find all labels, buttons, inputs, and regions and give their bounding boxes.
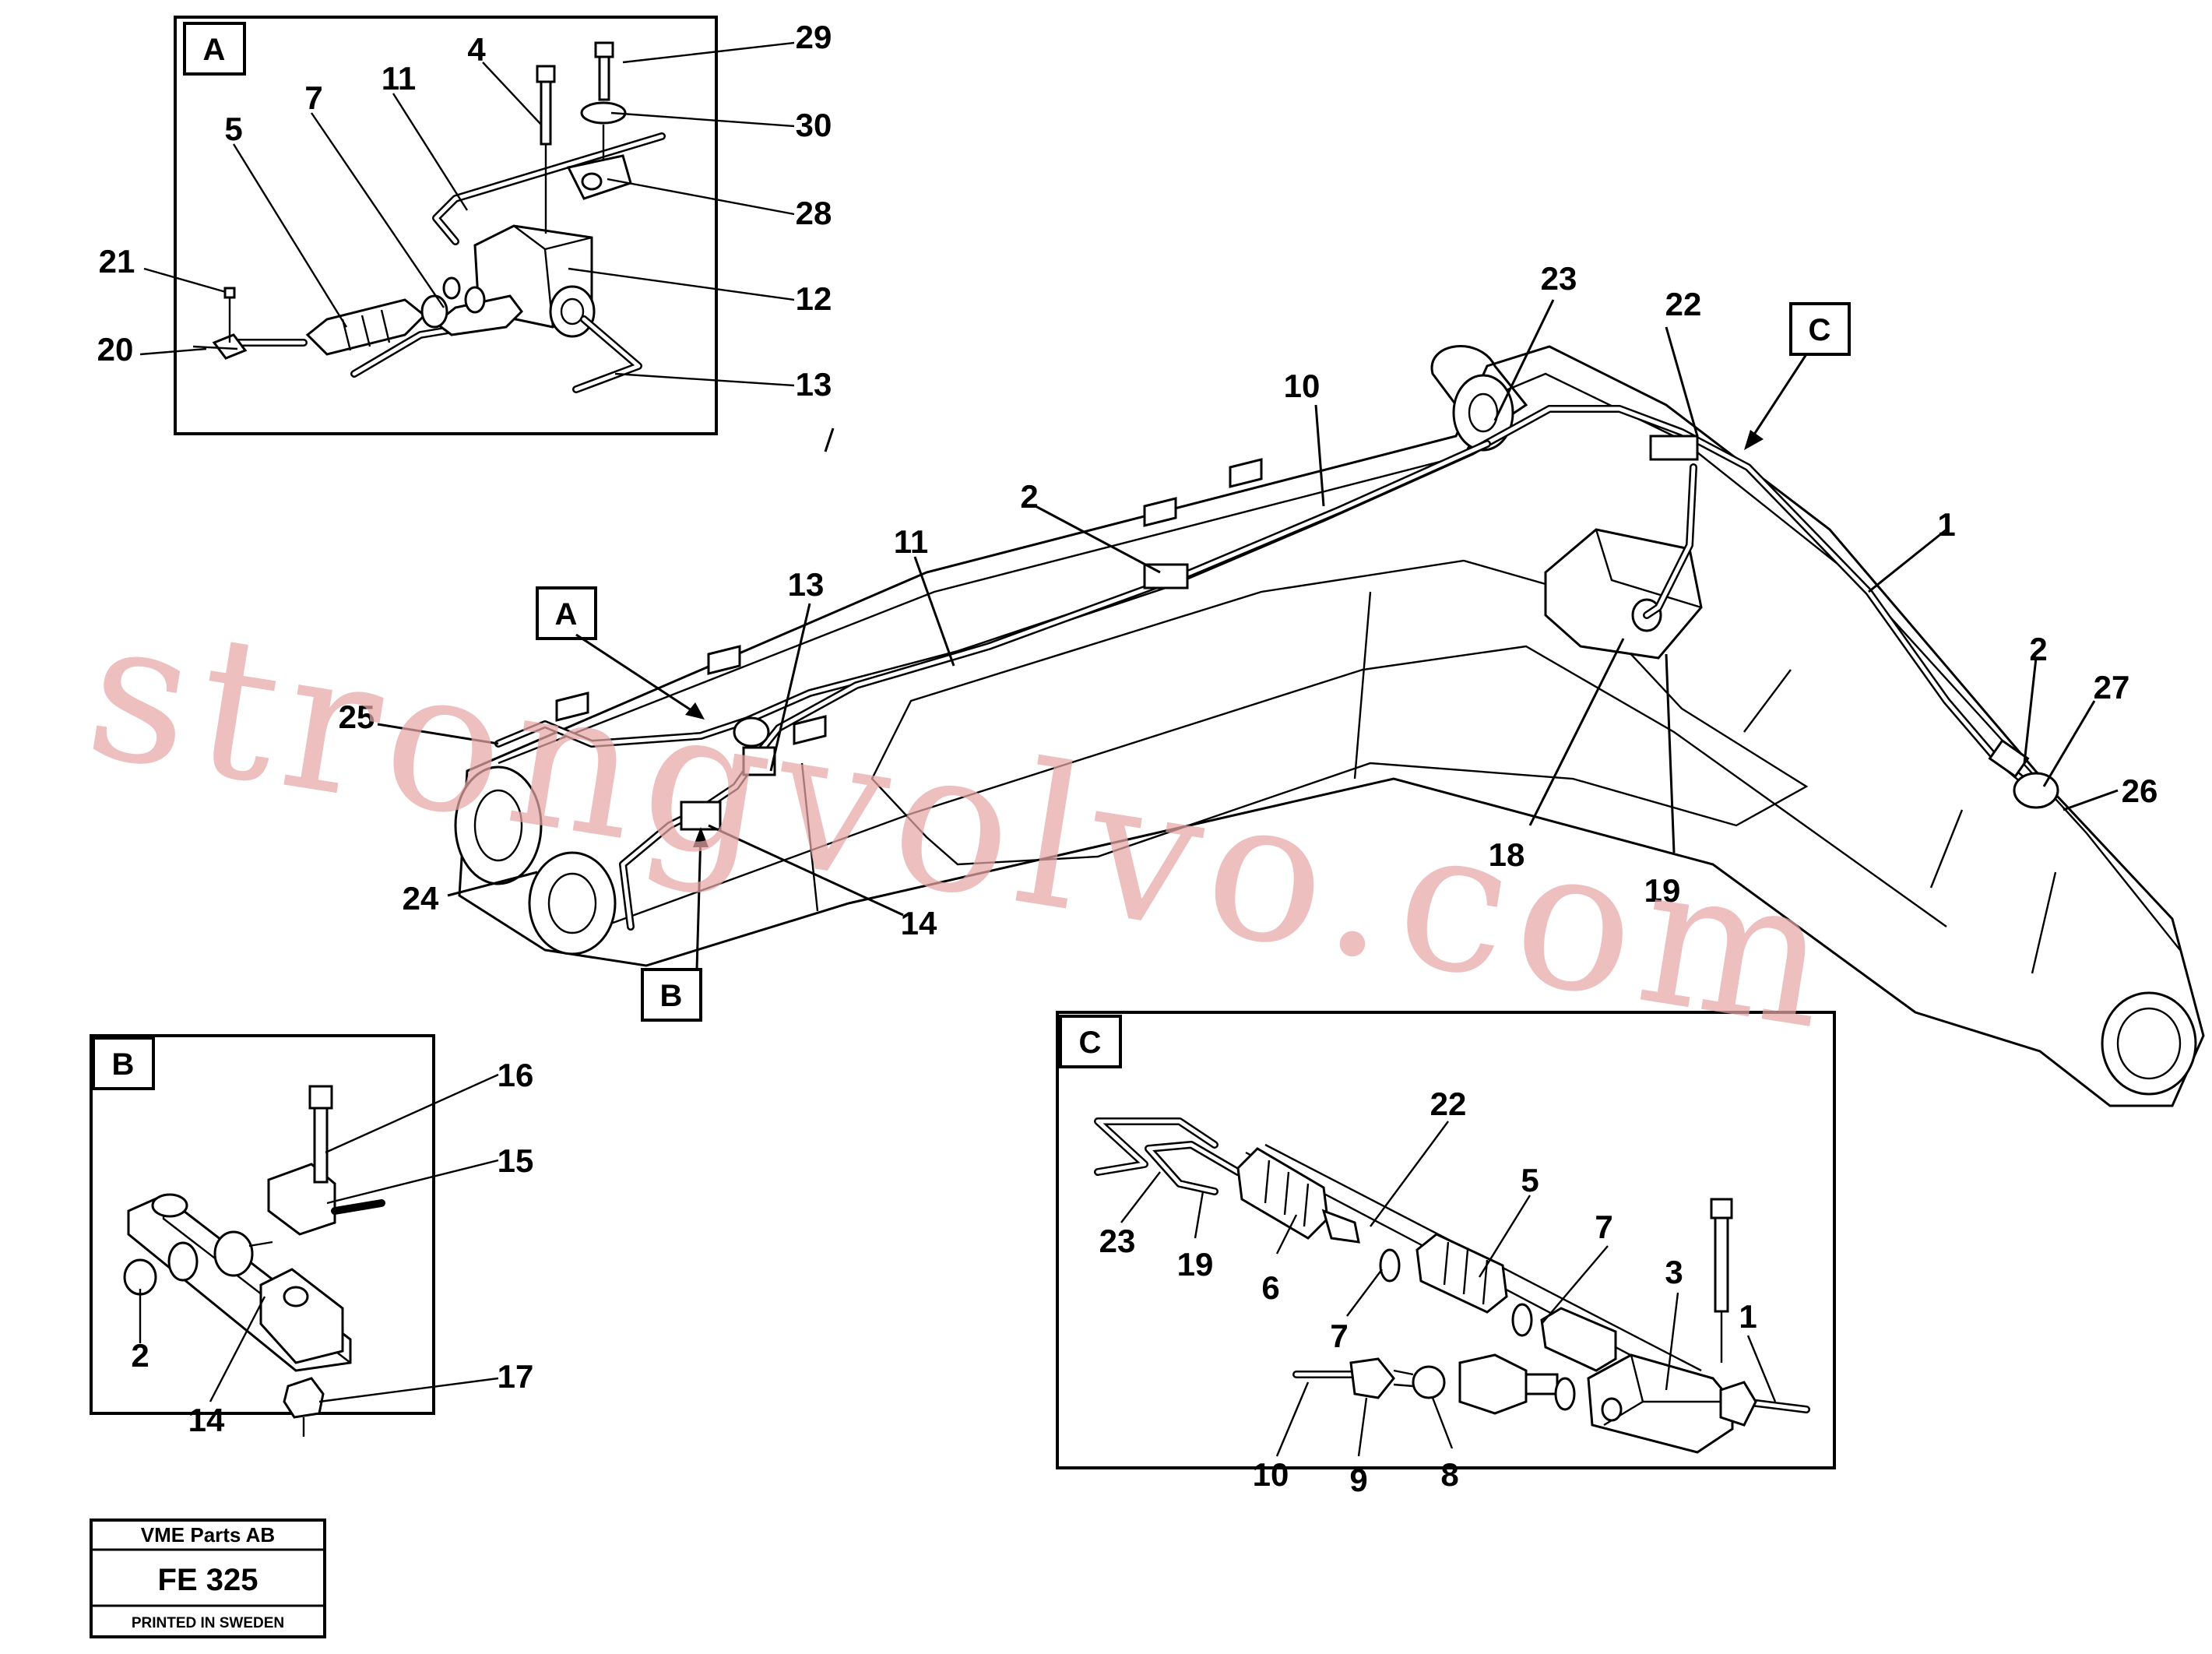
label-c-23: 23 (1099, 1223, 1136, 1259)
label-main-13: 13 (788, 566, 825, 603)
label-c-22: 22 (1430, 1086, 1467, 1122)
label-main-18: 18 (1489, 836, 1525, 873)
main-callout-boxes: A B C (536, 302, 1851, 1022)
main-leader-lines (377, 299, 2119, 970)
detail-a-title: A (203, 33, 226, 67)
label-a-5: 5 (224, 111, 242, 147)
title-company: VME Parts AB (141, 1523, 275, 1547)
label-a-28: 28 (796, 195, 832, 231)
label-b-16: 16 (498, 1057, 534, 1093)
label-main-2b: 2 (2029, 631, 2047, 667)
label-main-24: 24 (403, 880, 439, 917)
label-c-19: 19 (1177, 1246, 1214, 1283)
label-main-25: 25 (339, 699, 375, 735)
label-c-3: 3 (1665, 1254, 1683, 1290)
label-a-12: 12 (796, 280, 832, 317)
callout-box-c: C (1809, 313, 1831, 347)
label-main-26: 26 (2122, 772, 2158, 809)
label-b-14: 14 (188, 1402, 225, 1438)
label-c-10: 10 (1253, 1456, 1289, 1493)
callout-box-a: A (555, 597, 578, 632)
label-a-29: 29 (796, 19, 832, 55)
label-main-23: 23 (1541, 260, 1577, 297)
boom-clamp-blocks (555, 458, 1263, 745)
label-c-5: 5 (1521, 1162, 1539, 1198)
label-a-21: 21 (99, 243, 135, 280)
label-c-7b: 7 (1330, 1318, 1348, 1354)
label-b-17: 17 (498, 1358, 534, 1395)
label-main-10: 10 (1284, 368, 1321, 404)
title-printed: PRINTED IN SWEDEN (132, 1615, 284, 1631)
label-a-30: 30 (796, 107, 832, 143)
main-callout-labels: 1 2 2 10 11 13 14 18 19 22 23 24 25 26 2… (339, 260, 2158, 941)
label-a-7: 7 (304, 79, 322, 116)
detail-c: C (1056, 1011, 1836, 1498)
label-main-19: 19 (1644, 872, 1681, 909)
label-main-22: 22 (1665, 286, 1702, 322)
label-b-15: 15 (498, 1142, 534, 1179)
label-c-8: 8 (1440, 1456, 1458, 1493)
label-main-2a: 2 (1020, 478, 1038, 515)
label-c-1: 1 (1739, 1298, 1757, 1335)
label-main-1: 1 (1937, 506, 1955, 543)
label-a-11: 11 (382, 60, 416, 97)
label-c-9: 9 (1349, 1462, 1367, 1498)
label-b-2: 2 (131, 1337, 149, 1374)
detail-c-title: C (1079, 1026, 1102, 1060)
detail-b: B 16 15 17 2 14 (90, 1034, 534, 1438)
label-main-27: 27 (2094, 669, 2130, 706)
detail-a: A (97, 16, 832, 435)
label-a-13: 13 (796, 366, 832, 403)
label-a-20: 20 (97, 331, 134, 368)
boom-drawing (454, 345, 2205, 1107)
label-c-7a: 7 (1595, 1209, 1612, 1245)
label-main-14: 14 (901, 905, 937, 941)
label-main-11: 11 (894, 523, 928, 560)
title-block: VME Parts AB FE 325 PRINTED IN SWEDEN (90, 1519, 326, 1638)
label-c-6: 6 (1261, 1269, 1279, 1306)
title-code: FE 325 (158, 1563, 258, 1597)
callout-box-b: B (660, 979, 683, 1013)
detail-b-title: B (112, 1047, 135, 1082)
label-a-4: 4 (467, 31, 486, 68)
